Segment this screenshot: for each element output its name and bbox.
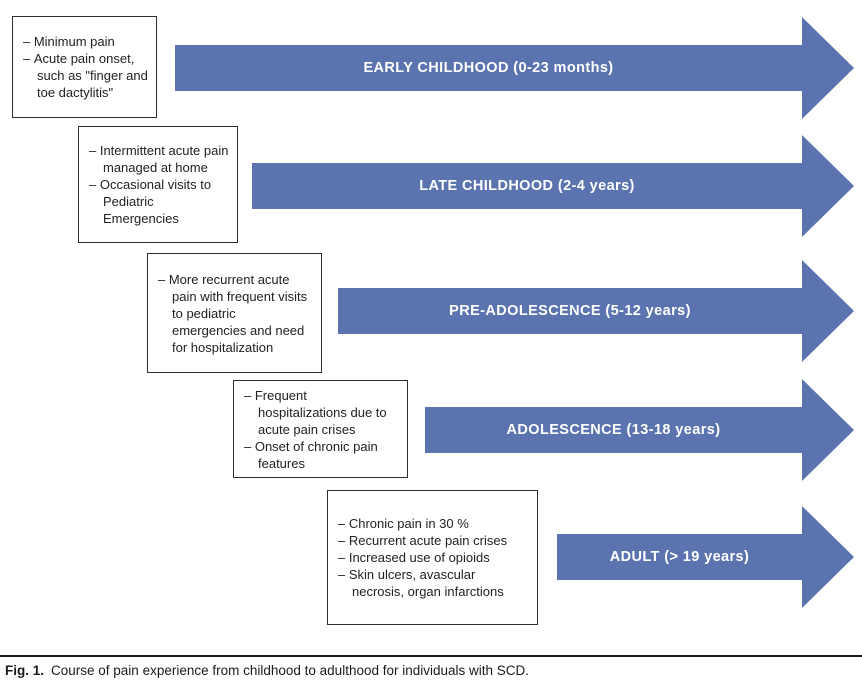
note-item: Occasional visits to Pediatric Emergenci…	[89, 176, 229, 227]
note-item: Skin ulcers, avascular necrosis, organ i…	[338, 566, 529, 600]
note-item: More recurrent acute pain with frequent …	[158, 271, 313, 356]
right-arrow-head-icon	[802, 506, 854, 608]
notes-box-early-childhood: Minimum pain Acute pain onset, such as "…	[12, 16, 157, 118]
stage-label: ADULT (> 19 years)	[609, 549, 750, 565]
right-arrow-head-icon	[802, 379, 854, 481]
notes-box-adult: Chronic pain in 30 % Recurrent acute pai…	[327, 490, 538, 625]
note-item: Recurrent acute pain crises	[338, 532, 529, 549]
right-arrow-head-icon	[802, 17, 854, 119]
notes-box-pre-adolescence: More recurrent acute pain with frequent …	[147, 253, 322, 373]
right-arrow-head-icon	[802, 135, 854, 237]
right-arrow-head-icon	[802, 260, 854, 362]
stage-label: PRE-ADOLESCENCE (5-12 years)	[449, 303, 691, 319]
notes-list: Intermittent acute pain managed at home …	[89, 142, 229, 227]
stage-label: ADOLESCENCE (13-18 years)	[506, 422, 721, 438]
figure-caption-label: Fig. 1.	[5, 663, 45, 678]
stage-label: EARLY CHILDHOOD (0-23 months)	[363, 60, 614, 76]
note-item: Acute pain onset, such as "finger and to…	[23, 50, 148, 101]
notes-box-adolescence: Frequent hospitalizations due to acute p…	[233, 380, 408, 478]
timeline-arrow-pre-adolescence: PRE-ADOLESCENCE (5-12 years)	[338, 288, 802, 334]
timeline-arrow-late-childhood: LATE CHILDHOOD (2-4 years)	[252, 163, 802, 209]
notes-box-late-childhood: Intermittent acute pain managed at home …	[78, 126, 238, 243]
timeline-arrow-adult: ADULT (> 19 years)	[557, 534, 802, 580]
caption-divider	[0, 655, 862, 657]
notes-list: Minimum pain Acute pain onset, such as "…	[23, 33, 148, 101]
note-item: Onset of chronic pain features	[244, 438, 399, 472]
note-item: Increased use of opioids	[338, 549, 529, 566]
timeline-arrow-early-childhood: EARLY CHILDHOOD (0-23 months)	[175, 45, 802, 91]
timeline-arrow-adolescence: ADOLESCENCE (13-18 years)	[425, 407, 802, 453]
notes-list: Chronic pain in 30 % Recurrent acute pai…	[338, 515, 529, 600]
notes-list: More recurrent acute pain with frequent …	[158, 271, 313, 356]
notes-list: Frequent hospitalizations due to acute p…	[244, 387, 399, 472]
note-item: Intermittent acute pain managed at home	[89, 142, 229, 176]
note-item: Frequent hospitalizations due to acute p…	[244, 387, 399, 438]
note-item: Chronic pain in 30 %	[338, 515, 529, 532]
figure-caption: Fig. 1. Course of pain experience from ch…	[5, 662, 855, 680]
figure-caption-text: Course of pain experience from childhood…	[51, 663, 530, 678]
note-item: Minimum pain	[23, 33, 148, 50]
stage-label: LATE CHILDHOOD (2-4 years)	[419, 178, 635, 194]
